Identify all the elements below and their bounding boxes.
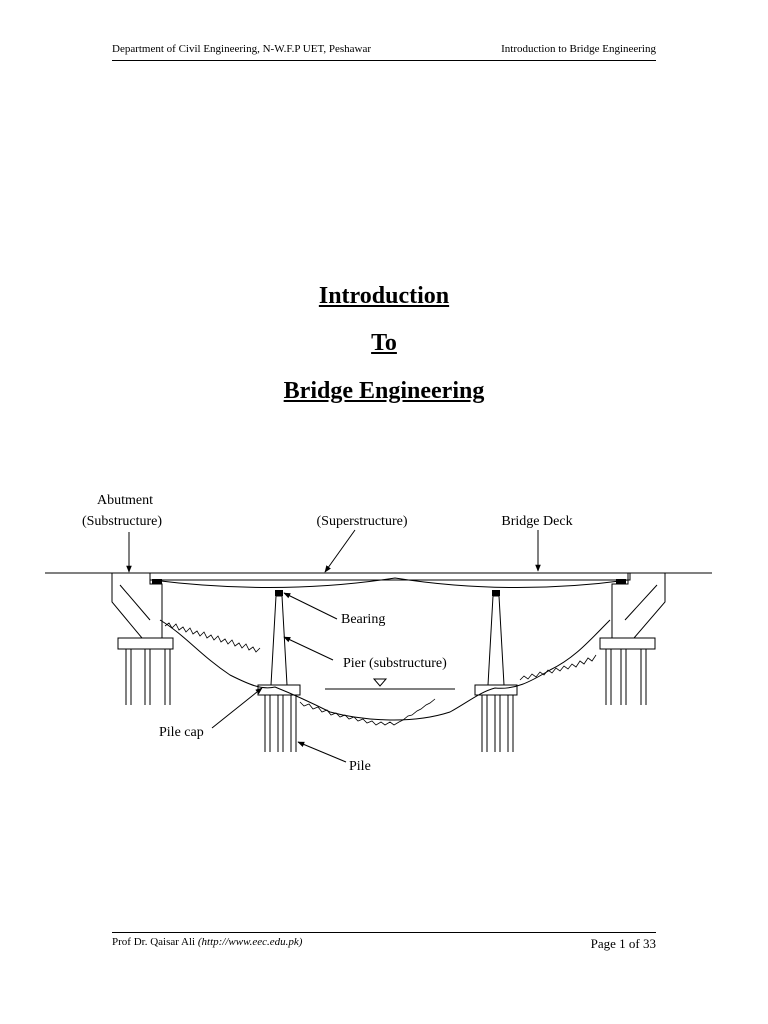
- abutment-left: [111, 572, 174, 705]
- page-number: Page 1 of 33: [590, 936, 656, 951]
- footer-url: (http://www.eec.edu.pk): [197, 936, 303, 948]
- bridge-diagram: Abutment (Substructure) (Superstructure)…: [45, 493, 712, 774]
- title-line-1: Introduction: [318, 283, 450, 309]
- diagram-labels: Abutment (Substructure) (Superstructure)…: [82, 493, 573, 774]
- pier-right: [474, 595, 518, 752]
- footer-author-line: Prof Dr. Qaisar Ali (http://www.eec.edu.…: [112, 936, 302, 948]
- footer-author: Prof Dr. Qaisar Ali: [112, 936, 196, 948]
- label-bearing: Bearing: [341, 612, 385, 627]
- header-course-title: Introduction to Bridge Engineering: [501, 43, 656, 55]
- title-line-3: Bridge Engineering: [283, 378, 485, 404]
- leader-arrows: [126, 529, 541, 763]
- label-pile-cap: Pile cap: [159, 725, 204, 740]
- label-superstructure: (Superstructure): [317, 514, 408, 529]
- bridge-deck-shape: [149, 572, 631, 588]
- label-pile: Pile: [349, 759, 371, 774]
- label-abutment: Abutment: [97, 493, 153, 508]
- water-surface: [325, 678, 455, 690]
- label-pier: Pier (substructure): [343, 656, 447, 671]
- label-bridge-deck: Bridge Deck: [501, 514, 572, 529]
- label-abutment-substructure: (Substructure): [82, 514, 162, 529]
- pier-left: [257, 595, 301, 752]
- header-department: Department of Civil Engineering, N-W.F.P…: [112, 43, 371, 55]
- page-header: Department of Civil Engineering, N-W.F.P…: [112, 42, 656, 61]
- abutment-right: [599, 572, 666, 705]
- page-footer: Prof Dr. Qaisar Ali (http://www.eec.edu.…: [112, 932, 656, 953]
- title-line-2: To: [371, 330, 397, 356]
- bearings: [152, 579, 626, 596]
- riverbed-ground: [159, 619, 611, 726]
